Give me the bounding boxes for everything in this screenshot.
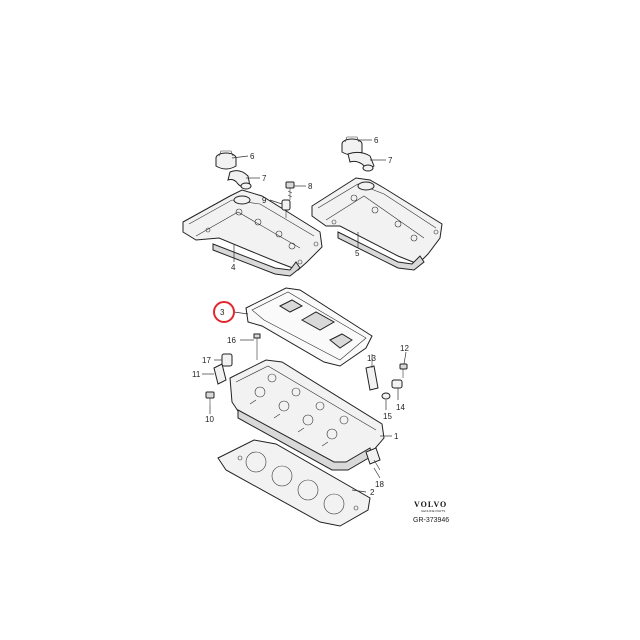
filler-elbow-left[interactable] bbox=[227, 170, 252, 190]
reference-code: GR-373946 bbox=[413, 517, 449, 524]
grommet-9[interactable] bbox=[281, 199, 291, 218]
bolt-8[interactable] bbox=[285, 181, 295, 200]
leader-lines bbox=[202, 139, 407, 493]
sensor-18[interactable] bbox=[365, 447, 381, 471]
valve-cover-gasket[interactable] bbox=[245, 287, 373, 367]
callout-4: 4 bbox=[231, 263, 236, 272]
plug-14[interactable] bbox=[391, 379, 403, 389]
callout-11: 11 bbox=[192, 370, 201, 379]
logo-subtitle: GENUINE PARTS bbox=[421, 509, 445, 513]
callout-10: 10 bbox=[205, 415, 214, 424]
callout-14: 14 bbox=[396, 403, 405, 412]
callout-12: 12 bbox=[400, 344, 409, 353]
callout-13: 13 bbox=[367, 354, 376, 363]
callout-16: 16 bbox=[227, 336, 236, 345]
bushing-17[interactable] bbox=[221, 353, 233, 367]
filler-elbow-right[interactable] bbox=[347, 151, 375, 172]
callout-7-right: 7 bbox=[388, 156, 393, 165]
highlight-circle bbox=[213, 301, 235, 323]
callout-5: 5 bbox=[355, 249, 360, 258]
head-gasket[interactable] bbox=[217, 439, 371, 527]
oil-filler-cap-left[interactable] bbox=[215, 150, 237, 170]
callout-3: 3 bbox=[220, 308, 225, 317]
volvo-logo: VOLVO GENUINE PARTS bbox=[414, 500, 447, 513]
bolt-12[interactable] bbox=[399, 363, 408, 378]
callout-15: 15 bbox=[383, 412, 392, 421]
callout-18: 18 bbox=[375, 480, 384, 489]
callout-7-left: 7 bbox=[262, 174, 267, 183]
callout-1: 1 bbox=[394, 432, 399, 441]
logo-brand: VOLVO bbox=[414, 500, 447, 509]
valve-cover-right[interactable] bbox=[311, 177, 443, 271]
bolt-10[interactable] bbox=[205, 391, 215, 406]
callout-6-right: 6 bbox=[374, 136, 379, 145]
callout-8: 8 bbox=[308, 182, 313, 191]
bracket-11[interactable] bbox=[213, 363, 227, 385]
callout-9: 9 bbox=[262, 196, 267, 205]
bracket-13[interactable] bbox=[365, 358, 379, 391]
valve-cover-left[interactable] bbox=[182, 189, 323, 277]
callout-6-left: 6 bbox=[250, 152, 255, 161]
callout-17: 17 bbox=[202, 356, 211, 365]
callout-2: 2 bbox=[370, 488, 375, 497]
stud-16[interactable] bbox=[253, 333, 261, 360]
seal-ring-15[interactable] bbox=[381, 392, 391, 400]
